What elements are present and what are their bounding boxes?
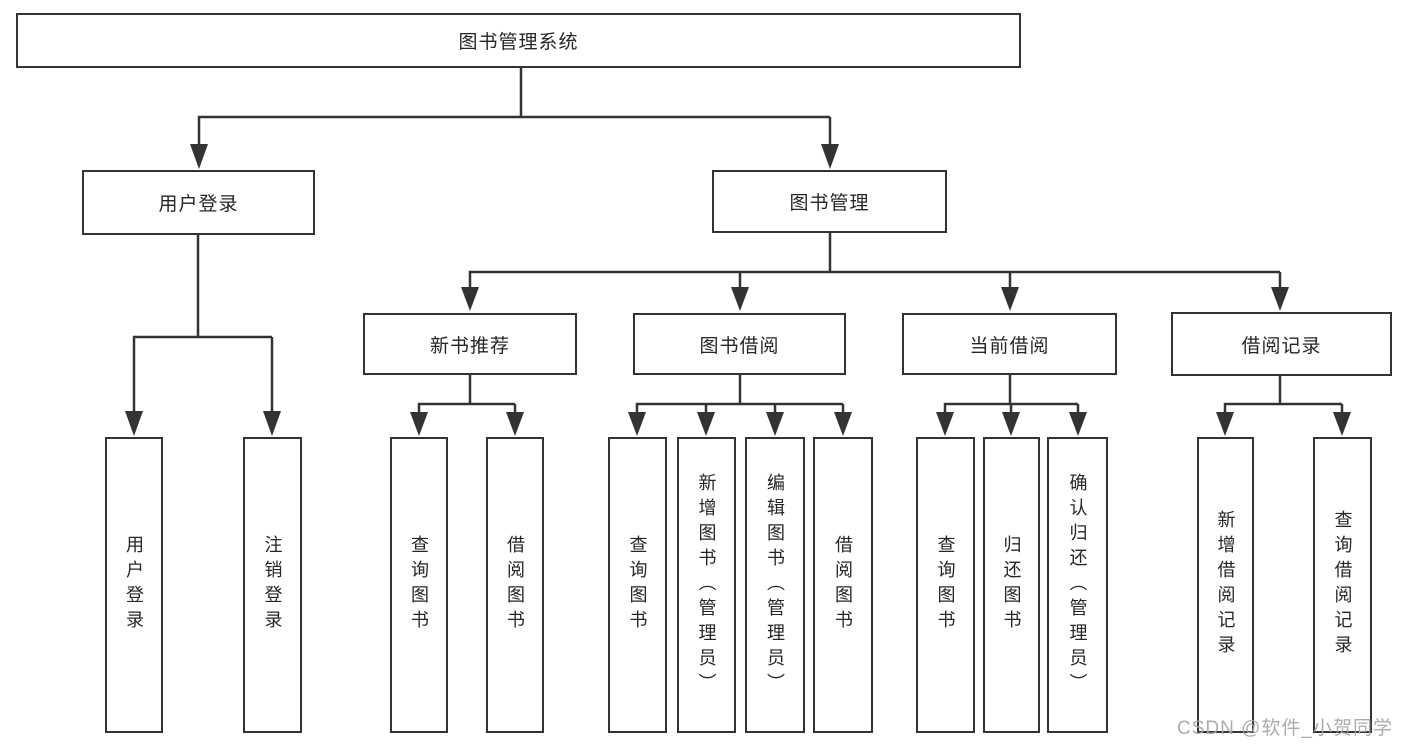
- node-root-label: 图书管理系统: [458, 32, 579, 53]
- arrowhead: [628, 412, 646, 436]
- node-user-login-label: 用户登录: [158, 194, 239, 215]
- connector-bookborrow-to-leaves: [635, 375, 845, 416]
- node-user-login: 用户登录: [82, 170, 315, 235]
- leaf-query-borrow-record: 查询借阅记录: [1313, 437, 1372, 733]
- leaf-query-books-1-label: 查询图书: [409, 535, 429, 635]
- arrowhead: [1002, 412, 1020, 436]
- leaf-borrow-books-2-label: 借阅图书: [833, 535, 853, 635]
- connector-root-to-level2: [197, 68, 832, 148]
- arrowhead: [506, 412, 524, 436]
- connector-userlogin-to-leaves: [132, 235, 274, 416]
- leaf-query-books-2-label: 查询图书: [627, 535, 648, 635]
- leaf-query-borrow-record-label: 查询借阅记录: [1332, 510, 1353, 660]
- arrowheads: [125, 144, 1351, 436]
- node-book-borrow: 图书借阅: [633, 313, 846, 375]
- leaf-add-borrow-record: 新增借阅记录: [1197, 437, 1254, 733]
- arrowhead: [1001, 287, 1019, 311]
- node-borrow-record-label: 借阅记录: [1241, 335, 1322, 357]
- leaf-edit-books-label: 编辑图书（管理员）: [765, 472, 785, 698]
- leaf-edit-books: 编辑图书（管理员）: [745, 437, 805, 733]
- node-borrow-record: 借阅记录: [1171, 312, 1392, 376]
- leaf-borrow-books-1: 借阅图书: [486, 437, 544, 733]
- arrowhead: [766, 412, 784, 436]
- node-root: 图书管理系统: [16, 13, 1021, 68]
- node-book-management-label: 图书管理: [789, 193, 870, 214]
- arrowhead: [125, 411, 143, 436]
- leaf-return-books-label: 归还图书: [1001, 535, 1022, 635]
- node-book-borrow-label: 图书借阅: [699, 335, 780, 357]
- leaf-query-books-2: 查询图书: [608, 437, 667, 733]
- arrowhead: [1216, 412, 1234, 436]
- arrowhead: [821, 144, 839, 169]
- node-current-borrow: 当前借阅: [902, 313, 1117, 375]
- leaf-confirm-return-label: 确认归还（管理员）: [1067, 472, 1088, 698]
- leaf-add-books-label: 新增图书（管理员）: [696, 472, 717, 698]
- arrowhead: [1333, 412, 1351, 436]
- node-new-book-recommend: 新书推荐: [363, 313, 577, 375]
- leaf-return-books: 归还图书: [983, 437, 1040, 733]
- connector-borrowrecord-to-leaves: [1223, 375, 1344, 416]
- watermark-text: CSDN @软件_小贺同学: [1177, 718, 1393, 739]
- arrowhead: [410, 412, 428, 436]
- leaf-logout-label: 注销登录: [262, 535, 283, 635]
- arrowhead: [834, 412, 852, 436]
- arrowhead: [697, 412, 715, 436]
- arrowhead: [731, 287, 749, 311]
- arrowhead: [263, 411, 281, 436]
- leaf-borrow-books-1-label: 借阅图书: [505, 535, 525, 635]
- leaf-logout: 注销登录: [243, 437, 302, 733]
- node-current-borrow-label: 当前借阅: [969, 335, 1050, 357]
- leaf-query-books-1: 查询图书: [390, 437, 448, 733]
- leaf-confirm-return: 确认归还（管理员）: [1047, 437, 1108, 733]
- leaf-query-books-3-label: 查询图书: [935, 535, 956, 635]
- leaf-borrow-books-2: 借阅图书: [813, 437, 873, 733]
- leaf-user-login-label: 用户登录: [124, 535, 144, 635]
- arrowhead: [190, 144, 208, 169]
- node-new-book-recommend-label: 新书推荐: [429, 335, 510, 357]
- connector-newbookrec-to-leaves: [417, 375, 517, 416]
- arrowhead: [1271, 287, 1289, 311]
- arrowhead: [461, 287, 479, 311]
- leaf-user-login: 用户登录: [105, 437, 163, 733]
- node-book-management: 图书管理: [712, 170, 947, 233]
- arrowhead: [1069, 412, 1087, 436]
- connector-bookmgmt-to-level3: [468, 233, 1282, 291]
- leaf-query-books-3: 查询图书: [916, 437, 975, 733]
- arrowhead: [936, 412, 954, 436]
- connector-currentborrow-to-leaves: [943, 375, 1080, 416]
- leaf-add-borrow-record-label: 新增借阅记录: [1215, 510, 1236, 660]
- leaf-add-books: 新增图书（管理员）: [677, 437, 736, 733]
